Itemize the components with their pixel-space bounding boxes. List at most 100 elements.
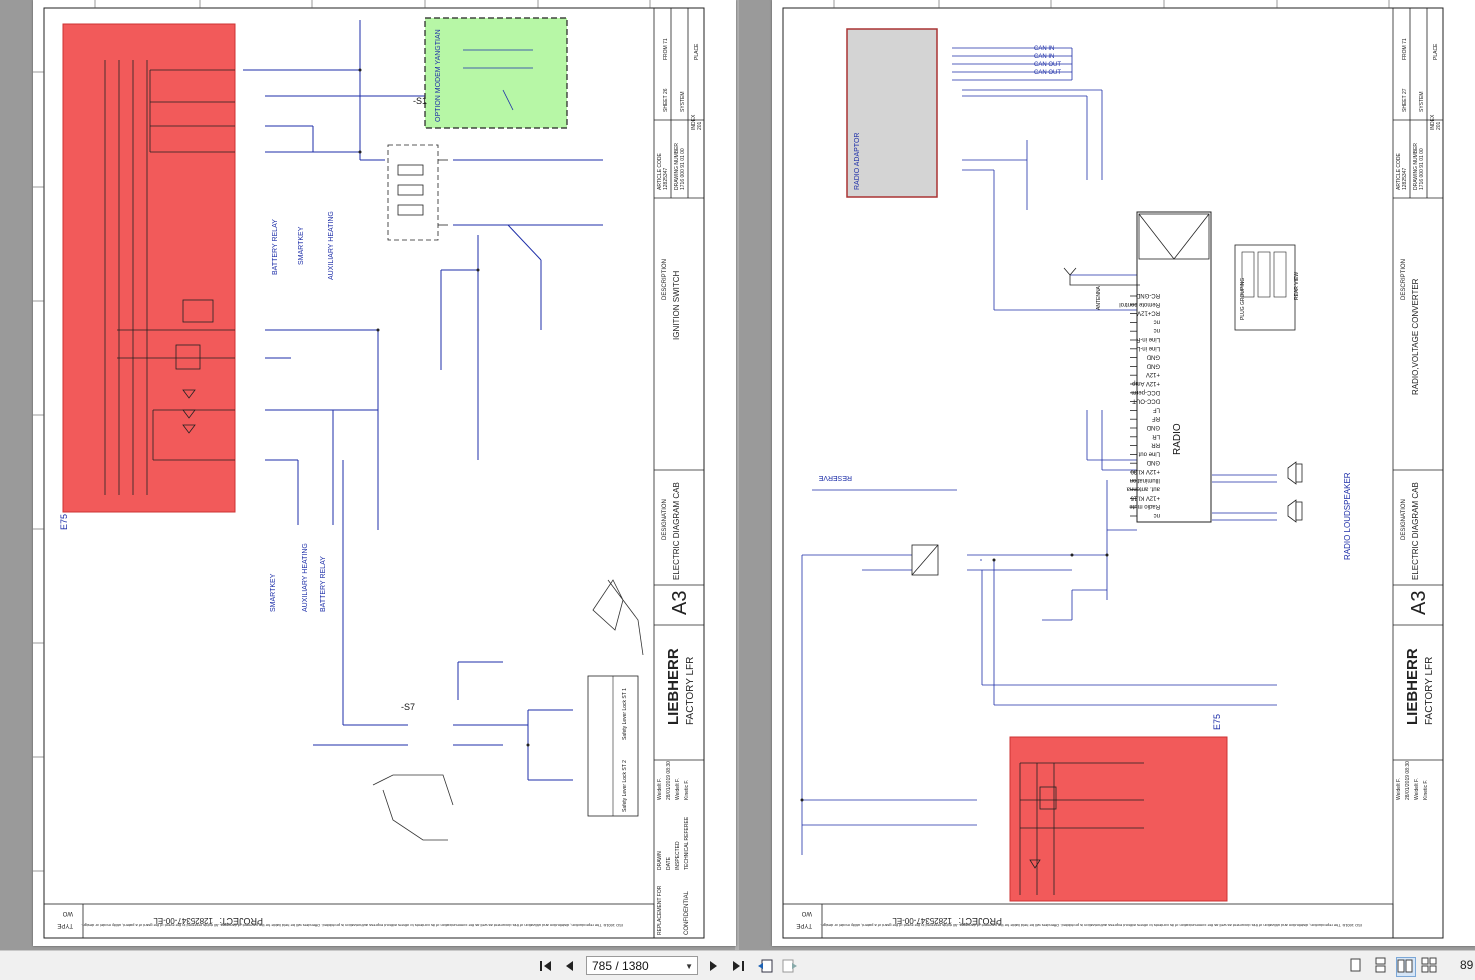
e75-label: E75 <box>59 514 69 530</box>
document-viewport[interactable]: E75 <box>0 0 1475 950</box>
tb-system-label-right: SYSTEM <box>1419 91 1425 112</box>
tb-date-value-right: 28/01/2019 08:30 <box>1405 761 1411 800</box>
sheet-ignition-switch: E75 <box>33 0 736 946</box>
tb-factory-right: FACTORY LFR <box>1424 657 1435 725</box>
antenna-label: ANTENNA <box>1096 285 1102 310</box>
tb-drawing-number-label: DRAWING NUMBER <box>674 143 680 190</box>
schematic-ignition-switch: E75 <box>33 0 705 939</box>
radio-pin-label: LF <box>1153 406 1160 412</box>
radio-pin-label: RC-GND <box>1135 292 1160 298</box>
tb-index-label: INDEX <box>691 114 697 130</box>
tb-project-label-right: PROJECT: <box>958 916 1002 926</box>
tb-inspected: INSPECTED <box>675 841 681 870</box>
tb-type: WO <box>62 910 73 916</box>
first-page-button[interactable] <box>537 957 555 975</box>
prev-page-icon <box>566 961 573 971</box>
tb-project: 12825347-00-EL <box>153 916 213 925</box>
zoom-level[interactable]: 89 <box>1460 958 1474 972</box>
last-page-icon <box>733 961 744 971</box>
tb-designation-label-right: DESIGNATION <box>1401 499 1407 540</box>
tb-designation: ELECTRIC DIAGRAM CAB <box>672 482 681 580</box>
go-forward-button[interactable] <box>781 957 799 975</box>
tb-index-right: 201 <box>1436 121 1442 130</box>
two-page-icon <box>1397 959 1413 973</box>
battery-relay-label-2: BATTERY RELAY <box>320 556 327 612</box>
smartkey-label-2: SMARTKEY <box>270 573 277 612</box>
tb-designation-right: ELECTRIC DIAGRAM CAB <box>1411 482 1420 580</box>
tb-drawing-number-label-right: DRAWING NUMBER <box>1413 143 1419 190</box>
prev-page-button[interactable] <box>561 957 579 975</box>
battery-relay-label: BATTERY RELAY <box>272 219 279 275</box>
tb-designation-label: DESIGNATION <box>662 499 668 540</box>
radio-loudspeaker-label: RADIO LOUDSPEAKER <box>1343 472 1352 560</box>
tb-confidential: CONFIDENTIAL <box>684 890 690 935</box>
two-page-continuous-icon <box>1421 957 1437 973</box>
switch-s1-label: -S1 <box>413 96 427 106</box>
forward-view-icon <box>782 959 797 973</box>
rear-view-label: REAR VIEW <box>1294 272 1300 300</box>
e75-label-right: E75 <box>1212 714 1222 730</box>
radio-pin-label: Radio mute <box>1129 503 1160 509</box>
tb-date-value: 28/01/2019 08:30 <box>666 761 672 800</box>
tb-referee-by-right: Kinetic F. <box>1423 780 1429 800</box>
tb-factory: FACTORY LFR <box>685 657 696 725</box>
first-page-icon <box>540 961 551 971</box>
radio-pin-label: LR <box>1152 433 1160 439</box>
single-page-icon <box>1350 958 1361 972</box>
tb-article-code-label: ARTICLE CODE <box>657 152 663 190</box>
radio-pin-label: Line in-R <box>1135 336 1160 342</box>
can-out-1: CAN OUT <box>1034 62 1061 68</box>
radio-pin-label: RF <box>1152 415 1160 421</box>
radio-pin-label: GND <box>1146 459 1160 465</box>
go-back-button[interactable] <box>756 957 774 975</box>
switch-s7-label: -S7 <box>401 702 415 712</box>
plug-grouping-label: PLUG GROUPING <box>1240 278 1246 320</box>
tb-description-label-right: DESCRIPTION <box>1401 259 1407 300</box>
auxiliary-heating-label-2: AUXILIARY HEATING <box>302 543 309 612</box>
continuous-view-button[interactable] <box>1372 957 1390 975</box>
page-gap <box>735 0 739 950</box>
tb-index: 201 <box>697 121 703 130</box>
continuous-page-icon <box>1375 957 1386 973</box>
tb-article-code-right: 12825347 <box>1402 168 1408 190</box>
two-page-continuous-button[interactable] <box>1421 957 1439 975</box>
tb-type-right: WO <box>801 910 812 916</box>
chevron-down-icon[interactable]: ▼ <box>685 962 693 971</box>
tb-description: IGNITION SWITCH <box>672 270 681 340</box>
tb-brand-right: LIEBHERR <box>1404 648 1421 725</box>
radio-pin-label: Line out <box>1138 450 1160 456</box>
two-page-view-button[interactable] <box>1396 957 1416 977</box>
radio-pin-label: GND <box>1146 362 1160 368</box>
next-page-button[interactable] <box>704 957 722 975</box>
radio-pin-label: Line in-L <box>1136 345 1160 351</box>
tb-drawing-number: 1716 000 91 01 00 <box>680 148 686 190</box>
tb-project-label: PROJECT: <box>219 916 263 926</box>
single-page-view-button[interactable] <box>1347 957 1365 975</box>
radio-pin-label: aut. antenna <box>1126 486 1160 492</box>
tb-date: DATE <box>666 856 672 870</box>
tb-from-right: FROM 71 <box>1402 38 1408 60</box>
auxiliary-heating-label: AUXILIARY HEATING <box>328 211 335 280</box>
radio-pin-label: +12V Kl.15 <box>1130 494 1160 500</box>
tb-drawing-number-right: 1716 000 91 01 00 <box>1419 148 1425 190</box>
can-out-2: CAN OUT <box>1034 70 1061 76</box>
radio-pin-label: DCC-OUT <box>1132 398 1160 404</box>
page-number-input[interactable]: 785 / 1380 ▼ <box>586 956 698 975</box>
radio-pin-label: +12V <box>1146 371 1160 377</box>
page-navigation-bar: 785 / 1380 ▼ 89 <box>0 950 1475 980</box>
tb-technical-referee: TECHNICAL REFEREE <box>684 816 690 870</box>
tb-article-code-label-right: ARTICLE CODE <box>1396 152 1402 190</box>
tb-place-label: PLACE <box>694 43 700 60</box>
tb-copyright-right: ISO 16016: The reproduction, distributio… <box>820 923 1362 928</box>
radio-pin-label: Illumination <box>1130 477 1160 483</box>
tb-brand: LIEBHERR <box>665 648 682 725</box>
tb-from: FROM 71 <box>663 38 669 60</box>
tb-place-label-right: PLACE <box>1433 43 1439 60</box>
can-in-2: CAN IN <box>1034 54 1054 60</box>
back-view-icon <box>758 959 773 973</box>
tb-sheet: SHEET 26 <box>663 88 669 112</box>
tb-description-label: DESCRIPTION <box>662 259 668 300</box>
radio-adaptor-label: RADIO ADAPTOR <box>854 133 861 190</box>
last-page-button[interactable] <box>729 957 747 975</box>
